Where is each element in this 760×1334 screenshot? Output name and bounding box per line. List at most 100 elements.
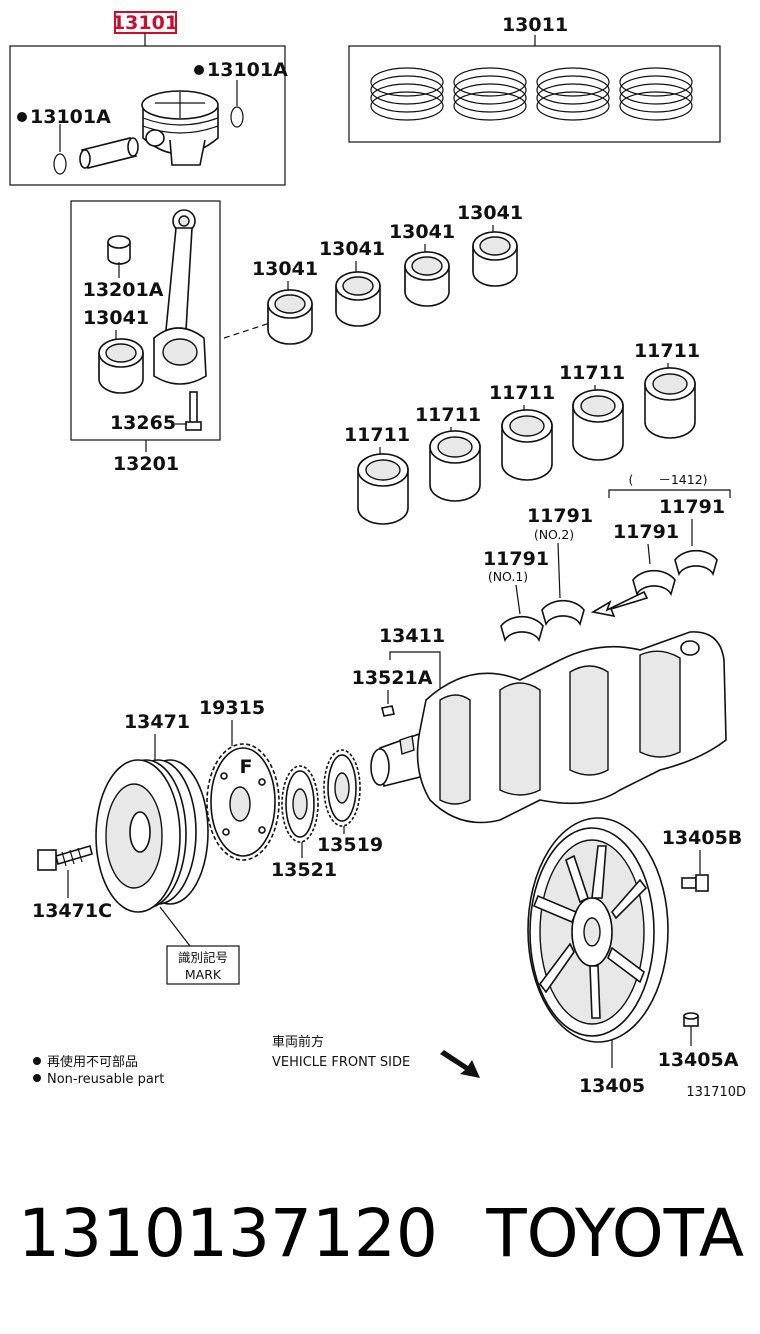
conrod-icon <box>153 209 207 385</box>
main-bearing-icon <box>501 409 553 481</box>
flywheel-group[interactable]: 13405 13405B 13405A <box>527 817 743 1097</box>
thrust-washer-label-no1[interactable]: 11791 <box>483 548 549 570</box>
timing-plate-label[interactable]: 19315 <box>199 697 265 719</box>
thrust-washer-icon <box>674 549 718 577</box>
conrod-bearing-label[interactable]: 13041 <box>83 307 149 329</box>
main-bearing-icon <box>357 453 409 525</box>
timing-mark-letter: F <box>240 756 253 778</box>
snap-ring-right-icon <box>230 106 244 128</box>
pulley-bolt-label[interactable]: 13471C <box>32 900 112 922</box>
conrod-group[interactable]: 13201A 13041 13265 13201 <box>70 200 221 475</box>
thrust-washer-label-no2[interactable]: 11791 <box>527 505 593 527</box>
figure-code: 131710D <box>686 1085 746 1100</box>
main-bearings-group[interactable]: 11711 11711 11711 11711 11711 <box>344 340 700 525</box>
rod-bearing-icon <box>472 231 518 287</box>
rod-bearings-group[interactable]: 13041 13041 13041 13041 <box>252 202 523 345</box>
front-arrow-icon <box>440 1050 480 1078</box>
thrust-washer-icon <box>500 615 544 643</box>
flywheel-icon <box>527 817 669 1043</box>
key-icon <box>381 705 395 717</box>
crankshaft-label[interactable]: 13411 <box>379 625 445 647</box>
crank-gear-label[interactable]: 13521 <box>271 859 337 881</box>
mark-label-jp: 識別記号 <box>178 950 228 965</box>
rod-bearing-label-4[interactable]: 13041 <box>457 202 523 224</box>
non-reusable-dot-icon <box>33 1057 41 1065</box>
snap-ring-label-right[interactable]: 13101A <box>207 59 288 81</box>
conrod-bolt-label[interactable]: 13265 <box>110 412 176 434</box>
sprocket-label[interactable]: 13519 <box>317 834 383 856</box>
crank-gear-group[interactable]: 13521 <box>271 765 337 881</box>
brand-footer: TOYOTA <box>485 1195 744 1272</box>
pin-label[interactable]: 13405A <box>658 1049 739 1071</box>
piston-part-number[interactable]: 13101 <box>112 12 178 34</box>
conrod-bolt-icon <box>185 391 202 431</box>
timing-plate-group[interactable]: 19315 F <box>199 697 280 861</box>
front-side-note: 車両前方 VEHICLE FRONT SIDE <box>272 1034 480 1078</box>
pulley-icon <box>95 759 209 913</box>
ring-set-box <box>348 45 721 143</box>
install-direction-arrow-icon <box>590 590 649 618</box>
thrust-washer-label-3[interactable]: 11791 <box>613 521 679 543</box>
pulley-label[interactable]: 13471 <box>124 711 190 733</box>
bush-icon <box>107 235 131 265</box>
leader-dash <box>223 322 271 339</box>
piston-ring-icon <box>370 67 444 121</box>
rod-bearing-icon <box>404 251 450 307</box>
key-label[interactable]: 13521A <box>352 667 433 689</box>
main-bearing-label-2[interactable]: 11711 <box>415 404 481 426</box>
thrust-washer-label-4[interactable]: 11791 <box>659 496 725 518</box>
crankshaft-icon <box>370 631 727 824</box>
bracket-range-label: ( －1412) <box>628 472 707 487</box>
piston-box <box>9 45 286 186</box>
sprocket-group[interactable]: 13519 <box>317 749 383 856</box>
front-side-en: VEHICLE FRONT SIDE <box>272 1055 410 1070</box>
flywheel-bolt-label[interactable]: 13405B <box>662 827 743 849</box>
part-number-footer: 1310137120 <box>18 1195 438 1272</box>
legend: 再使用不可部品 Non-reusable part <box>33 1054 164 1087</box>
snap-ring-left-icon <box>53 153 67 175</box>
thrust-washer-icon <box>541 599 585 627</box>
main-bearing-label-4[interactable]: 11711 <box>559 362 625 384</box>
snap-ring-label-left[interactable]: 13101A <box>30 106 111 128</box>
pulley-bolt-icon <box>37 844 93 871</box>
flywheel-bolt-icon <box>681 874 709 892</box>
pin-icon <box>683 1012 699 1027</box>
rod-bearing-icon <box>267 289 313 345</box>
range-bracket <box>608 489 731 498</box>
piston-group[interactable]: 13101 13101A 13101A <box>9 11 288 186</box>
rod-bearing-label-3[interactable]: 13041 <box>389 221 455 243</box>
mark-box <box>166 945 240 985</box>
rod-bearing-label-2[interactable]: 13041 <box>319 238 385 260</box>
thrust-washers-group[interactable]: 11791 (NO.1) 11791 (NO.2) ( －1412) 11791… <box>483 472 731 643</box>
ring-set-part-number[interactable]: 13011 <box>502 14 568 36</box>
non-reusable-dot-icon <box>194 65 204 75</box>
conrod-bearing-icon <box>98 338 144 394</box>
conrod-label[interactable]: 13201 <box>113 453 179 475</box>
main-bearing-label-5[interactable]: 11711 <box>634 340 700 362</box>
thrust-washer-sub-no2: (NO.2) <box>534 527 574 542</box>
bush-label[interactable]: 13201A <box>83 279 164 301</box>
piston-pin-icon <box>79 137 139 169</box>
crank-gear-icon <box>281 765 319 843</box>
main-bearing-icon <box>429 430 481 502</box>
main-bearing-icon <box>644 367 696 439</box>
main-bearing-label-1[interactable]: 11711 <box>344 424 410 446</box>
legend-en: Non-reusable part <box>47 1072 164 1087</box>
thrust-washer-icon <box>632 569 676 597</box>
piston-ring-icon <box>453 67 527 121</box>
piston-ring-icon <box>619 67 693 121</box>
rod-bearing-label-1[interactable]: 13041 <box>252 258 318 280</box>
front-side-jp: 車両前方 <box>272 1034 324 1050</box>
crankshaft-group[interactable]: 13411 13521A <box>352 625 727 824</box>
non-reusable-dot-icon <box>33 1074 41 1082</box>
pulley-group[interactable]: 13471 13471C 識別記号 MARK <box>32 711 240 985</box>
rod-bearing-icon <box>335 271 381 327</box>
main-bearing-label-3[interactable]: 11711 <box>489 382 555 404</box>
timing-plate-icon: F <box>206 743 280 861</box>
legend-jp: 再使用不可部品 <box>47 1054 138 1070</box>
ring-set-group[interactable]: 13011 <box>348 14 721 143</box>
flywheel-label[interactable]: 13405 <box>579 1075 645 1097</box>
non-reusable-dot-icon <box>17 112 27 122</box>
piston-ring-icon <box>536 67 610 121</box>
